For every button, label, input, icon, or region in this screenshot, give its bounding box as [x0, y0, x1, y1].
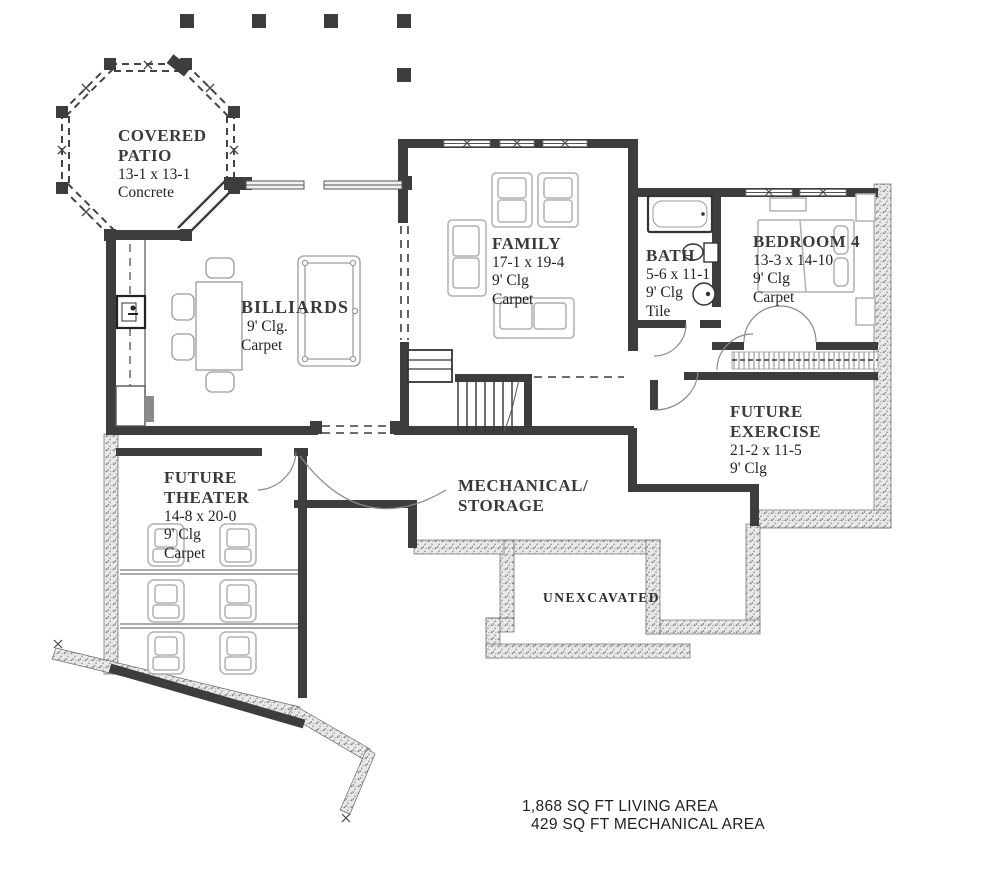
- room-name: FUTURE: [730, 402, 803, 421]
- room-dims: 21-2 x 11-5: [730, 442, 802, 460]
- room-floor: Carpet: [753, 288, 795, 306]
- bedroom-furniture: [757, 193, 876, 326]
- room-ceiling: 9' Clg: [492, 272, 529, 290]
- staircase: [407, 349, 520, 432]
- patio-passage-wall: [177, 179, 235, 237]
- closet-rod: [731, 351, 879, 370]
- deck-post-icons: [180, 14, 411, 82]
- room-label-future-theater: FUTURE THEATER 14-8 x 20-0 9' Clg Carpet: [164, 468, 249, 563]
- room-ceiling: 9' Clg.: [247, 318, 288, 336]
- room-name: FAMILY: [492, 234, 562, 253]
- room-label-covered-patio: COVERED PATIO 13-1 x 13-1 Concrete: [118, 126, 207, 203]
- room-label-bath: BATH 5-6 x 11-1 9' Clg Tile: [646, 246, 710, 321]
- room-floor: Carpet: [492, 290, 534, 308]
- room-label-family: FAMILY 17-1 x 19-4 9' Clg Carpet: [492, 234, 564, 309]
- room-floor: Tile: [646, 302, 671, 320]
- bath-fixtures: [646, 194, 719, 306]
- room-label-bedroom4: BEDROOM 4 13-3 x 14-10 9' Clg Carpet: [753, 232, 860, 307]
- room-name: BEDROOM 4: [753, 232, 860, 251]
- billiards-furniture: [171, 255, 361, 393]
- room-dims: 13-1 x 13-1: [118, 166, 191, 184]
- bar-sink-icon: [115, 294, 147, 330]
- retaining-x-icons: [53, 639, 351, 823]
- room-name: MECHANICAL/: [458, 476, 589, 495]
- room-dims: 17-1 x 19-4: [492, 254, 565, 272]
- room-label-future-exercise: FUTURE EXERCISE 21-2 x 11-5 9' Clg: [730, 402, 821, 479]
- toilet-icon: [703, 242, 719, 263]
- room-dims: 5-6 x 11-1: [646, 266, 710, 284]
- bar-cabinet: [115, 385, 146, 427]
- room-floor: Carpet: [164, 544, 206, 562]
- room-dims: 13-3 x 14-10: [753, 252, 834, 270]
- room-label-unexcavated: UNEXCAVATED: [543, 590, 660, 606]
- room-name: FUTURE: [164, 468, 237, 487]
- living-area-text: 1,868 SQ FT LIVING AREA: [522, 798, 719, 815]
- room-name: BILLIARDS: [241, 297, 350, 317]
- room-ceiling: 9' Clg: [646, 284, 683, 302]
- room-floor: Concrete: [118, 184, 174, 202]
- window-x-icons: [462, 138, 828, 197]
- door-arcs: [257, 305, 817, 510]
- wet-bar: [115, 240, 154, 427]
- room-ceiling: 9' Clg: [730, 460, 767, 478]
- dashed-opening-lines: [322, 226, 624, 434]
- family-furniture: [447, 172, 579, 339]
- room-name: THEATER: [164, 488, 250, 508]
- patio-walkway: [245, 180, 403, 190]
- theater-angled-wall: [108, 663, 306, 729]
- mechanical-area-text: 429 SQ FT MECHANICAL AREA: [531, 816, 766, 834]
- room-name: UNEXCAVATED: [543, 590, 661, 605]
- room-label-mechanical-storage: MECHANICAL/ STORAGE: [458, 476, 588, 516]
- room-name: EXERCISE: [730, 422, 821, 442]
- room-name: BATH: [646, 246, 695, 265]
- room-label-billiards: BILLIARDS 9' Clg. Carpet: [241, 297, 349, 355]
- room-name: STORAGE: [458, 496, 545, 516]
- room-name: COVERED: [118, 126, 207, 145]
- rail-x-icons: [57, 60, 239, 217]
- area-summary: 1,868 SQ FT LIVING AREA 429 SQ FT MECHAN…: [522, 798, 765, 835]
- room-dims: 14-8 x 20-0: [164, 508, 237, 526]
- windows: [443, 138, 847, 197]
- room-name: PATIO: [118, 146, 172, 166]
- room-ceiling: 9' Clg: [753, 270, 790, 288]
- theater-seats: [120, 523, 298, 675]
- room-floor: Carpet: [241, 336, 283, 354]
- sink-icon: [692, 282, 716, 306]
- room-ceiling: 9' Clg: [164, 526, 201, 544]
